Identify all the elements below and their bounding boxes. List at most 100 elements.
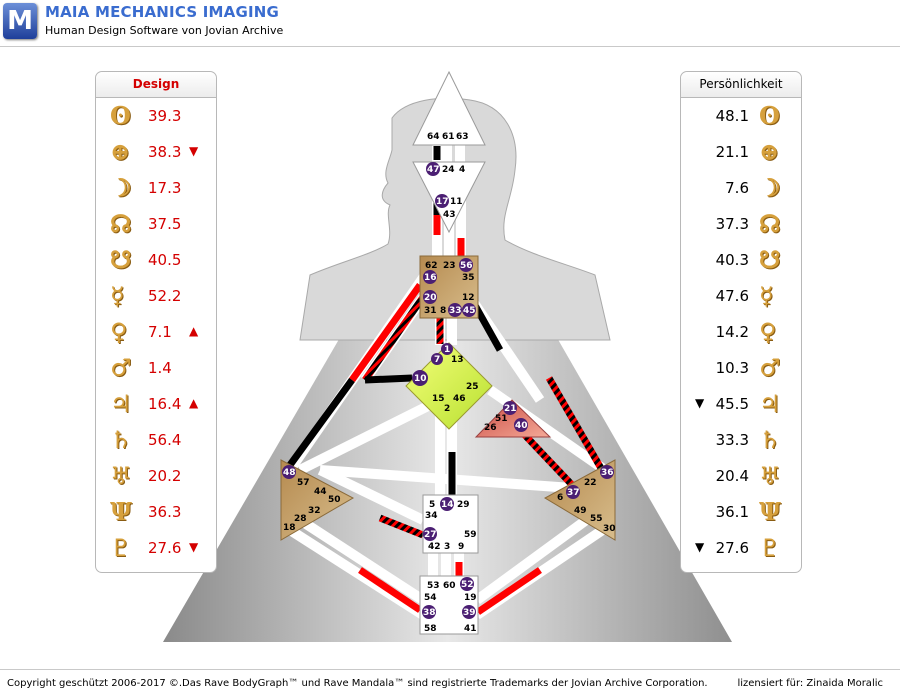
pluto-icon: ♇ — [110, 533, 132, 562]
svg-text:41: 41 — [464, 624, 477, 634]
svg-text:45: 45 — [463, 306, 476, 316]
svg-text:49: 49 — [574, 506, 587, 516]
fixing-arrow: ▼ — [189, 144, 199, 158]
gate-line-value: 40.5 — [148, 251, 182, 269]
gate-line-value: 7.1 — [148, 323, 172, 341]
app-subtitle: Human Design Software von Jovian Archive — [45, 24, 284, 37]
fixing-arrow: ▼ — [695, 396, 705, 410]
planet-row: ☋40.3 — [681, 242, 801, 278]
saturn-icon: ♄ — [110, 425, 132, 454]
gate-line-value: 37.5 — [148, 215, 182, 233]
gate-line-value: 16.4 — [148, 395, 182, 413]
planet-row: ☊37.5 — [96, 206, 216, 242]
svg-text:14: 14 — [441, 500, 454, 510]
gate-line-value: 45.5 — [715, 395, 749, 413]
svg-text:57: 57 — [297, 478, 310, 488]
svg-text:38: 38 — [423, 608, 436, 618]
gate-line-value: 47.6 — [715, 287, 749, 305]
gate-line-value: 38.3 — [148, 143, 182, 161]
sun-icon: ʘ — [759, 101, 780, 130]
planet-row: ☿ 47.6 — [681, 278, 801, 314]
svg-text:30: 30 — [603, 524, 616, 534]
planet-row: ♅20.2 — [96, 458, 216, 494]
svg-text:53: 53 — [427, 581, 440, 591]
svg-text:18: 18 — [283, 523, 296, 533]
svg-text:16: 16 — [424, 273, 437, 283]
svg-text:31: 31 — [424, 306, 437, 316]
moon-icon: ☽ — [110, 173, 132, 202]
svg-text:39: 39 — [463, 608, 476, 618]
svg-text:43: 43 — [443, 210, 456, 220]
svg-text:36: 36 — [601, 468, 614, 478]
fixing-arrow: ▼ — [695, 540, 705, 554]
gate-line-value: 21.1 — [715, 143, 749, 161]
svg-text:54: 54 — [424, 593, 437, 603]
gate-line-value: 17.3 — [148, 179, 182, 197]
planet-row: ⊕21.1 — [681, 134, 801, 170]
svg-text:22: 22 — [584, 478, 597, 488]
gate-line-value: 36.3 — [148, 503, 182, 521]
svg-text:4: 4 — [459, 165, 465, 175]
neptune-icon: Ψ — [759, 497, 781, 526]
svg-text:50: 50 — [328, 495, 341, 505]
svg-text:48: 48 — [283, 468, 296, 478]
svg-text:34: 34 — [425, 511, 438, 521]
svg-text:61: 61 — [442, 132, 455, 142]
svg-text:17: 17 — [436, 197, 449, 207]
svg-text:1: 1 — [444, 345, 450, 355]
planet-row: ☋40.5 — [96, 242, 216, 278]
gate-line-value: 27.6 — [715, 539, 749, 557]
svg-text:20: 20 — [424, 293, 437, 303]
jupiter-icon: ♃ — [110, 389, 132, 418]
earth-icon: ⊕ — [110, 137, 131, 166]
svg-text:56: 56 — [460, 261, 473, 271]
app-footer: Copyright geschützt 2006-2017 ©.Das Rave… — [0, 669, 900, 700]
svg-text:3: 3 — [444, 542, 450, 552]
svg-text:19: 19 — [464, 593, 477, 603]
jupiter-icon: ♃ — [759, 389, 781, 418]
svg-text:11: 11 — [450, 197, 463, 207]
svg-text:25: 25 — [466, 382, 479, 392]
design-panel-title: Design — [96, 72, 216, 98]
mercury-icon: ☿ — [110, 281, 125, 310]
neptune-icon: Ψ — [110, 497, 132, 526]
gate-line-value: 48.1 — [715, 107, 749, 125]
svg-text:55: 55 — [590, 514, 603, 524]
fixing-arrow: ▲ — [189, 396, 199, 410]
svg-text:40: 40 — [515, 421, 528, 431]
planet-row: Ψ 36.3 — [96, 494, 216, 530]
planet-row: ☊37.3 — [681, 206, 801, 242]
planet-row: ♀7.1▲ — [96, 314, 216, 350]
svg-text:33: 33 — [449, 306, 462, 316]
planet-row: ♅20.4 — [681, 458, 801, 494]
gate-line-value: 33.3 — [715, 431, 749, 449]
svg-text:60: 60 — [443, 581, 456, 591]
svg-text:52: 52 — [461, 580, 474, 590]
gate-line-value: 1.4 — [148, 359, 172, 377]
svg-text:10: 10 — [414, 374, 427, 384]
svg-text:6: 6 — [557, 493, 563, 503]
uranus-icon: ♅ — [110, 461, 132, 490]
north-node-icon: ☊ — [759, 209, 781, 238]
gate-line-value: 56.4 — [148, 431, 182, 449]
svg-text:42: 42 — [428, 542, 441, 552]
mars-icon: ♂ — [759, 353, 781, 382]
planet-row: ♂ 1.4 — [96, 350, 216, 386]
svg-text:13: 13 — [451, 355, 464, 365]
svg-text:15: 15 — [432, 394, 445, 404]
svg-text:59: 59 — [464, 530, 477, 540]
gate-line-value: 39.3 — [148, 107, 182, 125]
gate-line-value: 7.6 — [725, 179, 749, 197]
ajna-center — [412, 161, 486, 234]
svg-text:27: 27 — [424, 530, 437, 540]
planet-row: ʘ 48.1 — [681, 98, 801, 134]
mercury-icon: ☿ — [759, 281, 774, 310]
mars-icon: ♂ — [110, 353, 132, 382]
planet-row: ♃ 16.4 ▲ — [96, 386, 216, 422]
app-title: MAIA MECHANICS IMAGING — [45, 3, 280, 21]
venus-icon: ♀ — [110, 317, 128, 346]
